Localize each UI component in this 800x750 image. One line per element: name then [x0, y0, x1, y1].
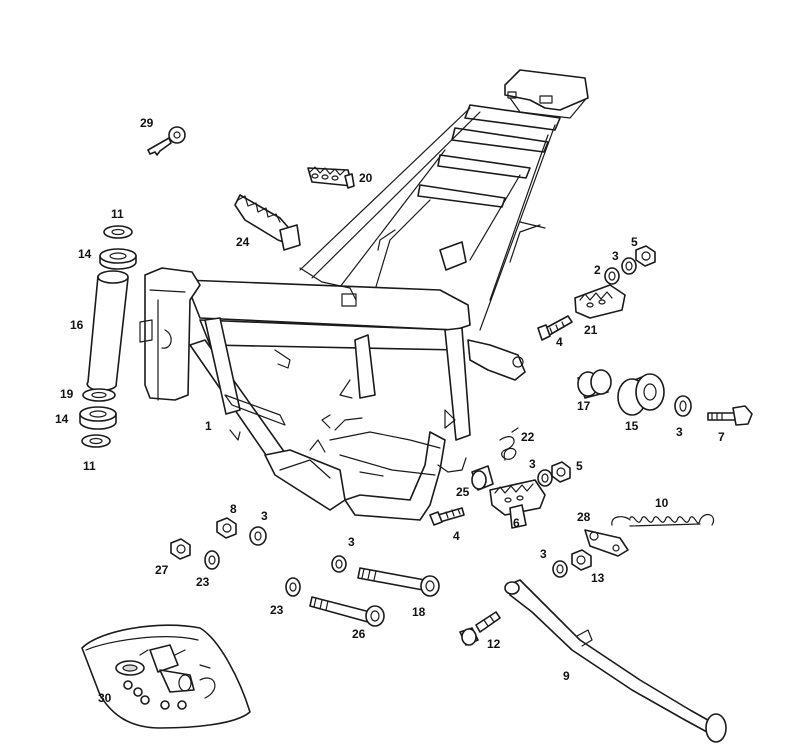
- callout-bushing-small: 17: [577, 399, 591, 413]
- lower-left-hardware-icon: [170, 517, 267, 570]
- spring-icon: [611, 513, 715, 527]
- frame-part: [139, 69, 589, 521]
- callout-bushing-peg: 25: [456, 485, 470, 499]
- pins-icon: [285, 555, 440, 627]
- steering-stack-icon: [79, 225, 137, 448]
- bolt-lower-icon: [429, 507, 465, 526]
- callout-seal-bottom: 11: [83, 459, 96, 473]
- callout-peg-spring: 22: [521, 430, 535, 444]
- callout-washer-a: 23: [196, 575, 210, 589]
- callout-stand-bolt: 12: [487, 637, 501, 651]
- callout-bearing-top: 14: [78, 247, 92, 261]
- callout-steering-tube: 16: [70, 318, 84, 332]
- callout-washer-left: 2: [594, 263, 601, 277]
- callout-washer-rear: 3: [540, 547, 547, 561]
- footpeg-left-hardware-icon: [471, 427, 571, 529]
- callout-sidestand: 9: [563, 669, 570, 683]
- footpeg-right-hardware-icon: [537, 245, 656, 341]
- callout-nut-mid: 5: [576, 459, 583, 473]
- hardware-kit-icon: [81, 624, 251, 729]
- stand-bracket-icon: [552, 529, 629, 578]
- sidestand-icon: [504, 579, 727, 743]
- callout-bolt-long: 7: [718, 430, 725, 444]
- bushing-set-icon: [577, 369, 753, 426]
- callout-washer-b: 23: [270, 603, 284, 617]
- callout-pin-center: 18: [412, 605, 426, 619]
- callout-frame: 1: [205, 419, 212, 433]
- callout-bolt-upper: 4: [556, 335, 563, 349]
- callout-nut-center: 8: [230, 502, 237, 516]
- callout-seal-top: 11: [111, 207, 124, 221]
- callout-footpeg-rear: 20: [359, 171, 373, 185]
- stand-bolt-icon: [459, 611, 501, 646]
- key-icon: [147, 126, 186, 156]
- callout-bushing-large: 15: [625, 419, 639, 433]
- callout-bearing-bottom: 14: [55, 412, 69, 426]
- callout-footpeg-front: 24: [236, 235, 250, 249]
- callout-washer-lower-center: 3: [261, 509, 268, 523]
- callout-spring: 10: [655, 496, 669, 510]
- callout-washer-small-right: 3: [676, 425, 683, 439]
- callout-nut-left: 27: [155, 563, 169, 577]
- callout-stand-nut: 13: [591, 571, 605, 585]
- callout-footpeg-left: 6: [513, 516, 520, 530]
- callout-washer-upper-right: 3: [612, 249, 619, 263]
- callout-key: 29: [140, 116, 154, 130]
- callout-nut-upper: 5: [631, 235, 638, 249]
- callout-washer-stand: 3: [348, 535, 355, 549]
- callout-dust-ring: 19: [60, 387, 74, 401]
- callout-bolt-lower: 4: [453, 529, 460, 543]
- callout-pin-lower: 26: [352, 627, 366, 641]
- callout-washer-lower-mid: 3: [529, 457, 536, 471]
- callout-labels: 1 2 3 3 3 3 3 3 4 4 5 5 6 7 8 9 10 11 11…: [55, 116, 725, 705]
- callout-hardware-kit: 30: [98, 691, 112, 705]
- callout-stand-bracket: 28: [577, 510, 591, 524]
- footpeg-front-icon: [234, 194, 301, 251]
- footpeg-rear-icon: [307, 166, 355, 189]
- callout-footpeg-right: 21: [584, 323, 598, 337]
